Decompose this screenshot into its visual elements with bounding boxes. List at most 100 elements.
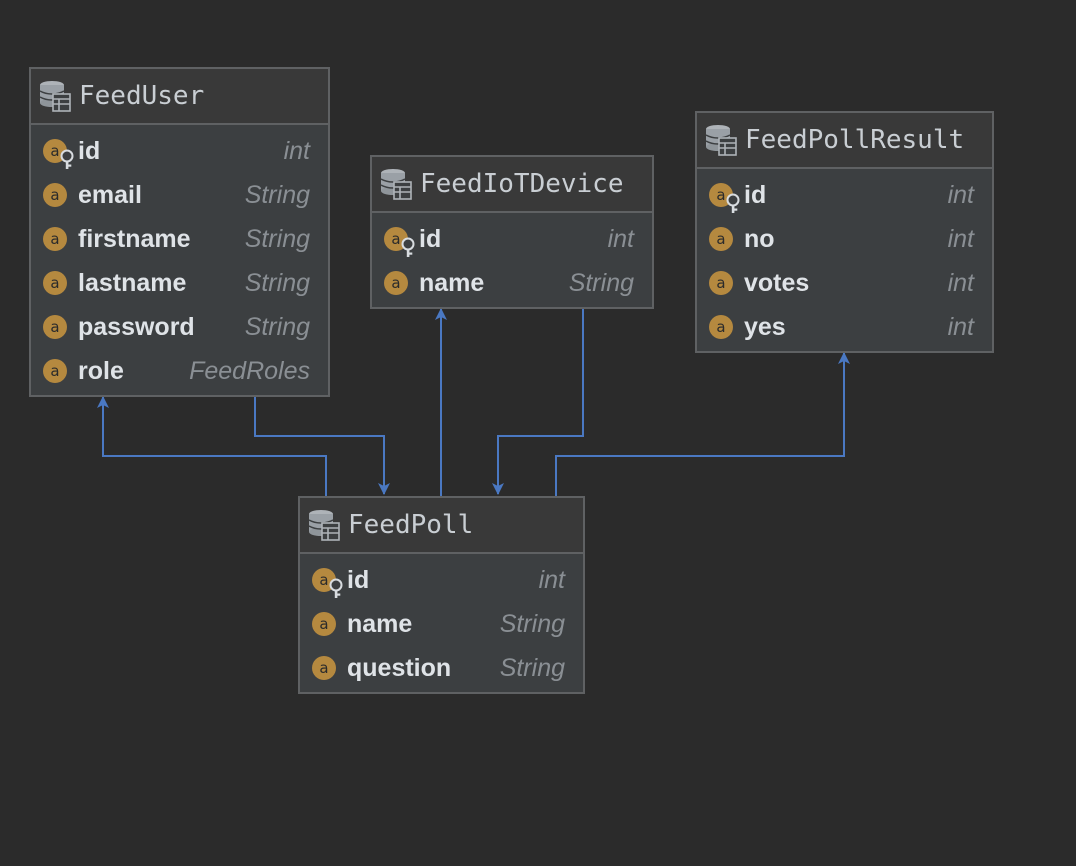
attribute-name: lastname — [78, 268, 187, 297]
field-icon: a — [384, 271, 408, 295]
attribute-type: String — [244, 224, 310, 253]
attribute-row-email[interactable]: a email String — [31, 173, 328, 217]
field-icon: a — [43, 227, 67, 251]
key-icon: a — [384, 227, 415, 257]
attribute-type: String — [499, 609, 565, 638]
attribute-row-yes[interactable]: a yes int — [697, 305, 992, 349]
attribute-name: name — [347, 609, 413, 638]
attribute-row-votes[interactable]: a votes int — [697, 261, 992, 305]
attribute-row-role[interactable]: a role FeedRoles — [31, 349, 328, 393]
field-icon: a — [43, 359, 67, 383]
entity-feedpollresult-title: FeedPollResult — [745, 125, 965, 155]
database-table-icon — [380, 169, 412, 200]
attribute-list: a id int a name String a — [300, 554, 583, 690]
svg-text:a: a — [716, 274, 725, 292]
database-table-icon — [39, 81, 71, 112]
svg-text:a: a — [716, 230, 725, 248]
attribute-type: FeedRoles — [189, 356, 310, 385]
entity-feeduser-title: FeedUser — [79, 81, 205, 111]
database-table-icon — [308, 510, 340, 541]
attribute-type: String — [499, 653, 565, 682]
attribute-type: String — [244, 268, 310, 297]
attribute-name: id — [78, 136, 101, 165]
field-icon: a — [43, 271, 67, 295]
attribute-name: votes — [744, 268, 810, 297]
entity-feedpollresult[interactable]: FeedPollResult a id int a no — [695, 111, 994, 353]
field-icon: a — [43, 315, 67, 339]
svg-text:a: a — [50, 186, 59, 204]
attribute-row-password[interactable]: a password String — [31, 305, 328, 349]
key-icon: a — [709, 183, 740, 213]
attribute-type: int — [283, 136, 310, 165]
field-icon: a — [709, 227, 733, 251]
attribute-type: int — [947, 224, 974, 253]
svg-text:a: a — [50, 362, 59, 380]
attribute-row-id[interactable]: a id int — [697, 173, 992, 217]
attribute-list: a id int a email String a — [31, 125, 328, 393]
svg-text:a: a — [716, 318, 725, 336]
attribute-row-name[interactable]: a name String — [372, 261, 652, 305]
relation-feediotdevice-to-feedpoll[interactable] — [492, 309, 584, 495]
attribute-name: name — [419, 268, 485, 297]
attribute-name: question — [347, 653, 452, 682]
attribute-name: id — [744, 180, 767, 209]
entity-feediotdevice-title: FeedIoTDevice — [420, 169, 624, 199]
attribute-name: firstname — [78, 224, 191, 253]
key-icon: a — [312, 568, 343, 598]
field-icon: a — [709, 315, 733, 339]
svg-text:a: a — [50, 318, 59, 336]
relation-feedpoll-to-feeduser[interactable] — [97, 396, 327, 496]
attribute-name: id — [347, 565, 370, 594]
svg-text:a: a — [319, 659, 328, 677]
attribute-row-name[interactable]: a name String — [300, 602, 583, 646]
entity-feeduser[interactable]: FeedUser a id int a email — [29, 67, 330, 397]
entity-feediotdevice[interactable]: FeedIoTDevice a id int a name — [370, 155, 654, 309]
attribute-name: yes — [744, 312, 786, 341]
entity-feedpoll-header[interactable]: FeedPoll — [300, 498, 583, 554]
entity-feedpoll[interactable]: FeedPoll a id int a name S — [298, 496, 585, 694]
svg-text:a: a — [319, 571, 328, 589]
entity-feediotdevice-header[interactable]: FeedIoTDevice — [372, 157, 652, 213]
attribute-name: no — [744, 224, 775, 253]
svg-text:a: a — [50, 230, 59, 248]
attribute-type: String — [568, 268, 634, 297]
svg-text:a: a — [50, 274, 59, 292]
attribute-name: password — [78, 312, 195, 341]
relation-feedpoll-to-feedpollresult[interactable] — [555, 352, 850, 496]
field-icon: a — [312, 612, 336, 636]
attribute-name: id — [419, 224, 442, 253]
svg-text:a: a — [50, 142, 59, 160]
attribute-name: email — [78, 180, 142, 209]
attribute-row-id[interactable]: a id int — [300, 558, 583, 602]
database-table-icon — [705, 125, 737, 156]
attribute-type: int — [538, 565, 565, 594]
attribute-type: String — [244, 180, 310, 209]
attribute-type: int — [607, 224, 634, 253]
field-icon: a — [312, 656, 336, 680]
attribute-row-id[interactable]: a id int — [31, 129, 328, 173]
attribute-type: int — [947, 312, 974, 341]
entity-feeduser-header[interactable]: FeedUser — [31, 69, 328, 125]
attribute-name: role — [78, 356, 124, 385]
attribute-row-firstname[interactable]: a firstname String — [31, 217, 328, 261]
svg-text:a: a — [716, 186, 725, 204]
attribute-row-question[interactable]: a question String — [300, 646, 583, 690]
attribute-list: a id int a name String — [372, 213, 652, 305]
attribute-type: int — [947, 180, 974, 209]
attribute-row-no[interactable]: a no int — [697, 217, 992, 261]
relation-feeduser-to-feedpoll[interactable] — [254, 397, 390, 495]
attribute-type: int — [947, 268, 974, 297]
attribute-type: String — [244, 312, 310, 341]
entity-feedpoll-title: FeedPoll — [348, 510, 474, 540]
key-icon: a — [43, 139, 74, 169]
svg-text:a: a — [391, 274, 400, 292]
svg-text:a: a — [319, 615, 328, 633]
field-icon: a — [709, 271, 733, 295]
attribute-list: a id int a no int a — [697, 169, 992, 349]
attribute-row-lastname[interactable]: a lastname String — [31, 261, 328, 305]
attribute-row-id[interactable]: a id int — [372, 217, 652, 261]
entity-feedpollresult-header[interactable]: FeedPollResult — [697, 113, 992, 169]
field-icon: a — [43, 183, 67, 207]
svg-text:a: a — [391, 230, 400, 248]
